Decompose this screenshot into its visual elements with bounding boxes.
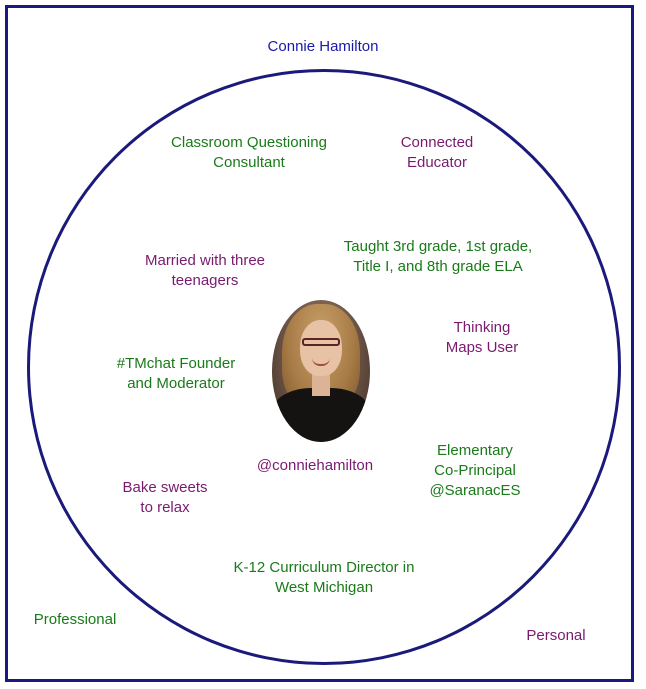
identity-circle xyxy=(27,69,621,665)
item-tmchat: #TMchat Founder and Moderator xyxy=(116,355,236,392)
diagram-title: Connie Hamilton xyxy=(267,38,379,55)
twitter-handle: @conniehamilton xyxy=(256,457,374,474)
item-thinking-maps: Thinking Maps User xyxy=(445,319,519,356)
profile-photo xyxy=(272,300,370,442)
item-questioning-consultant: Classroom Questioning Consultant xyxy=(171,134,327,171)
legend-professional: Professional xyxy=(33,611,117,628)
item-bake-sweets: Bake sweets to relax xyxy=(122,479,208,516)
item-married: Married with three teenagers xyxy=(144,252,266,289)
item-co-principal: Elementary Co-Principal @SaranacES xyxy=(429,442,521,499)
item-taught: Taught 3rd grade, 1st grade, Title I, an… xyxy=(343,238,533,275)
item-curriculum-director: K-12 Curriculum Director in West Michiga… xyxy=(233,559,415,596)
legend-personal: Personal xyxy=(526,627,586,644)
item-connected-educator: Connected Educator xyxy=(400,134,474,171)
